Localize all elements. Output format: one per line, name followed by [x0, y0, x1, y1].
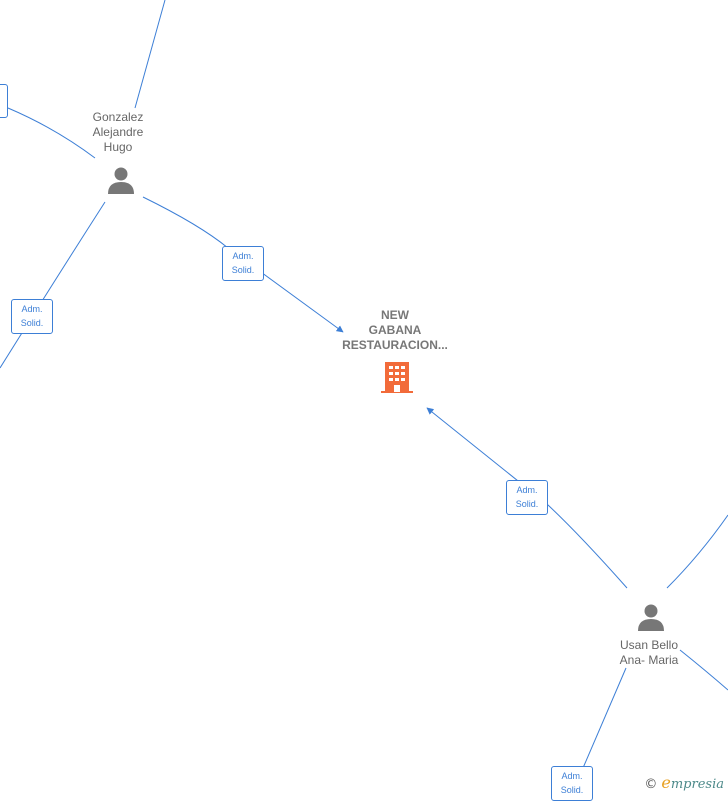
edge-label-line2: Solid.: [20, 318, 44, 328]
edge-label-line2: Solid.: [515, 499, 539, 509]
building-icon[interactable]: [380, 360, 414, 394]
copyright-symbol: ©: [644, 777, 658, 792]
edge-line-left-top: [7, 107, 96, 159]
edge-label-line1: Adm.: [21, 304, 43, 314]
edge-label-offscreen[interactable]: [0, 84, 8, 118]
edge-label-adm-solid-4[interactable]: Adm. Solid.: [551, 766, 593, 801]
edge-label-adm-solid-2[interactable]: Adm. Solid.: [11, 299, 53, 334]
edge-line-offscreen-top: [134, 0, 166, 109]
brand-initial: e: [661, 773, 671, 792]
person-name-usan[interactable]: Usan Bello Ana- Maria: [619, 638, 679, 667]
company-name[interactable]: NEW GABANA RESTAURACION...: [342, 308, 448, 352]
edge-label-adm-solid-3[interactable]: Adm. Solid.: [506, 480, 548, 515]
edge-label-line2: Solid.: [560, 785, 584, 795]
edge-label-adm-solid-1[interactable]: Adm. Solid.: [222, 246, 264, 281]
person-icon[interactable]: [106, 165, 136, 195]
person-icon[interactable]: [636, 602, 666, 632]
person-name-gonzalez[interactable]: Gonzalez Alejandre Hugo: [92, 110, 144, 154]
empresia-watermark: ©empresia: [644, 773, 724, 792]
edge-line-bottom: [582, 667, 627, 769]
edge-line-to-company-2: [426, 407, 628, 589]
edge-label-line2: Solid.: [231, 265, 255, 275]
edge-line-right-down: [679, 649, 728, 691]
edge-line-left-down: [0, 201, 106, 369]
edge-label-line1: Adm.: [561, 771, 583, 781]
brand-name: mpresia: [670, 777, 724, 792]
edge-line-right-top: [666, 514, 728, 589]
edge-label-line1: Adm.: [516, 485, 538, 495]
edge-label-line1: Adm.: [232, 251, 254, 261]
